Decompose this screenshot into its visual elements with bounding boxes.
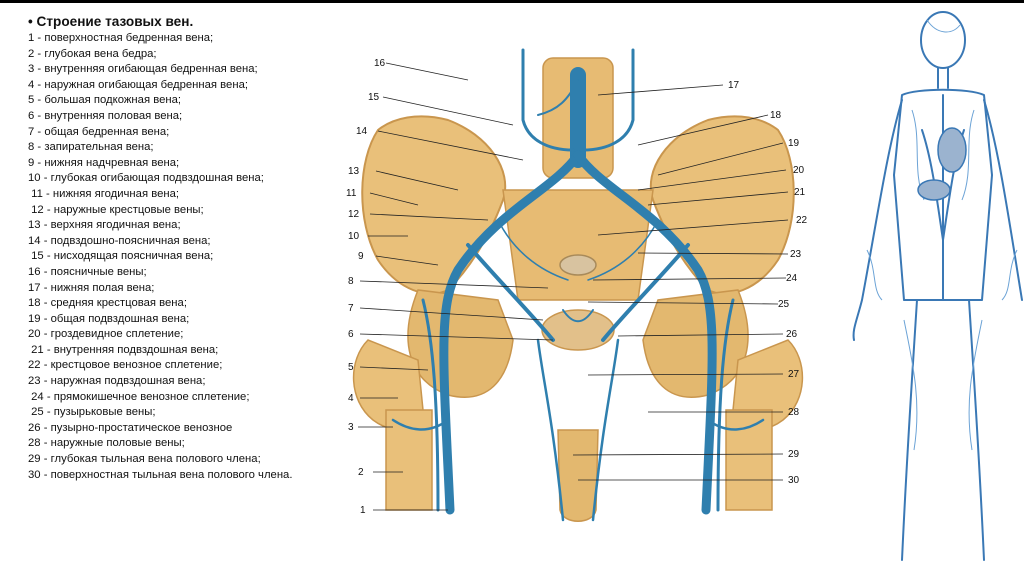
callout-number: 14: [356, 126, 368, 137]
caption-item: 30 - поверхностная тыльная вена полового…: [28, 468, 293, 481]
caption-item: 21 - внутренняя подвздошная вена;: [28, 343, 219, 356]
callout-number: 13: [348, 166, 360, 177]
callout-number: 19: [788, 138, 800, 149]
caption-item: 17 - нижняя полая вена;: [28, 281, 155, 294]
caption-item: 28 - наружные половые вены;: [28, 437, 185, 450]
left-callout-numbers: 16 15 14 13 11 12 10 9 8 7 6 5 4 3 2 1: [346, 58, 386, 516]
caption-item: 22 - крестцовое венозное сплетение;: [28, 359, 223, 372]
caption-item: 5 - большая подкожная вена;: [28, 94, 182, 107]
body-venous-system-figure: [852, 11, 1023, 561]
callout-number: 16: [374, 58, 386, 69]
caption-item: 18 - средняя крестцовая вена;: [28, 297, 187, 310]
callout-number: 21: [794, 187, 806, 198]
callout-number: 11: [346, 188, 357, 199]
caption-block: • Строение тазовых вен. 1 - поверхностна…: [28, 14, 328, 483]
caption-item: 24 - прямокишечное венозное сплетение;: [28, 390, 250, 403]
caption-item: 9 - нижняя надчревная вена;: [28, 156, 180, 169]
callout-number: 22: [796, 215, 808, 226]
caption-item: 25 - пузырьковые вены;: [28, 406, 156, 419]
caption-title: • Строение тазовых вен.: [28, 14, 328, 30]
callout-number: 7: [348, 303, 354, 314]
caption-item: 26 - пузырно-простатическое венозное: [28, 421, 233, 434]
caption-item: 1 - поверхностная бедренная вена;: [28, 32, 214, 44]
callout-number: 2: [358, 467, 364, 478]
caption-title-text: Строение тазовых вен.: [36, 14, 194, 29]
callout-number: 29: [788, 449, 800, 460]
caption-item: 4 - наружная огибающая бедренная вена;: [28, 78, 248, 91]
callout-number: 3: [348, 422, 354, 433]
callout-number: 9: [358, 251, 364, 262]
callout-number: 17: [728, 80, 740, 91]
callout-number: 24: [786, 273, 798, 284]
caption-item: 7 - общая бедренная вена;: [28, 125, 170, 138]
callout-number: 8: [348, 276, 354, 287]
callout-number: 15: [368, 92, 380, 103]
right-callout-numbers: 17 18 19 20 21 22 23 24 25 26 27 28 29 30: [728, 80, 808, 486]
caption-item: 14 - подвздошно-поясничная вена;: [28, 234, 211, 247]
callout-number: 28: [788, 407, 800, 418]
bullet: •: [28, 14, 33, 29]
caption-item: 20 - гроздевидное сплетение;: [28, 328, 184, 341]
caption-item: 6 - внутренняя половая вена;: [28, 109, 183, 122]
callout-number: 27: [788, 369, 800, 380]
callout-number: 10: [348, 231, 360, 242]
callout-number: 1: [360, 505, 366, 516]
callout-number: 6: [348, 329, 354, 340]
callout-number: 4: [348, 393, 354, 404]
callout-number: 25: [778, 299, 790, 310]
callout-number: 30: [788, 475, 800, 486]
caption-item: 13 - верхняя ягодичная вена;: [28, 219, 181, 232]
callout-number: 23: [790, 249, 802, 260]
caption-item: 12 - наружные крестцовые вены;: [28, 203, 204, 216]
caption-item: 2 - глубокая вена бедра;: [28, 47, 157, 60]
callout-number: 12: [348, 209, 360, 220]
top-border: [0, 0, 1024, 3]
caption-item: 19 - общая подвздошная вена;: [28, 312, 190, 325]
callout-number: 18: [770, 110, 782, 121]
caption-item: 16 - поясничные вены;: [28, 265, 147, 278]
caption-list: 1 - поверхностная бедренная вена; 2 - глу…: [28, 31, 328, 483]
caption-item: 3 - внутренняя огибающая бедренная вена;: [28, 63, 258, 76]
leader-lines: [358, 62, 789, 511]
caption-item: 11 - нижняя ягодичная вена;: [28, 187, 180, 200]
caption-item: 29 - глубокая тыльная вена полового член…: [28, 453, 261, 466]
callout-number: 5: [348, 362, 354, 373]
caption-item: 8 - запирательная вена;: [28, 141, 154, 154]
caption-item: 15 - нисходящая поясничная вена;: [28, 250, 214, 263]
caption-item: 23 - наружная подвздошная вена;: [28, 375, 206, 388]
caption-item: 10 - глубокая огибающая подвздошная вена…: [28, 172, 264, 185]
veins: [391, 48, 765, 522]
callout-number: 26: [786, 329, 798, 340]
callout-number: 20: [793, 165, 805, 176]
